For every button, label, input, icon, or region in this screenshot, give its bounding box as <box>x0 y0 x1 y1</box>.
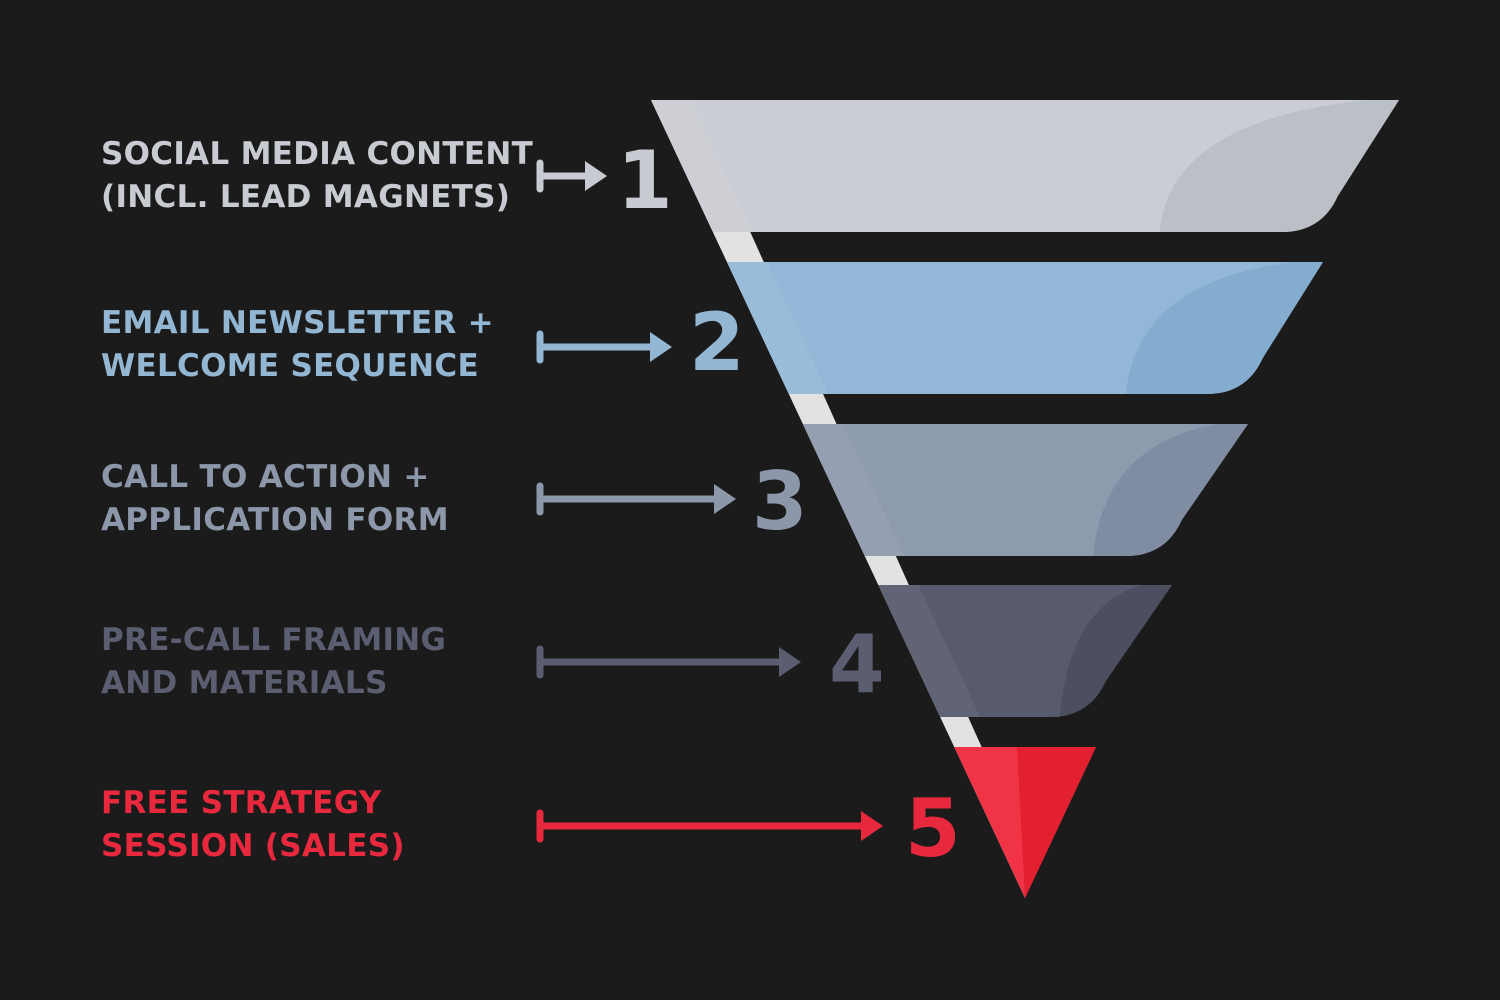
stage-1-number: 1 <box>617 134 673 227</box>
stage-4-label-line1: PRE-CALL FRAMING <box>101 622 447 658</box>
stage-3-label-line1: CALL TO ACTION + <box>101 459 430 495</box>
stage-2-label: EMAIL NEWSLETTER + WELCOME SEQUENCE <box>101 302 494 388</box>
funnel-band-1-shade <box>1159 100 1399 232</box>
stage-1-label: SOCIAL MEDIA CONTENT (INCL. LEAD MAGNETS… <box>101 133 533 219</box>
stage-3-number: 3 <box>752 455 808 548</box>
stage-1-label-line1: SOCIAL MEDIA CONTENT <box>101 136 534 172</box>
stage-4-label: PRE-CALL FRAMING AND MATERIALS <box>101 619 446 705</box>
arrow-3-head <box>714 484 736 514</box>
funnel-band-3-shade <box>1093 424 1248 556</box>
stage-4-number: 4 <box>829 618 885 711</box>
funnel-band-2-shade <box>1126 262 1323 394</box>
funnel-band-2-highlight <box>726 262 829 394</box>
funnel-band-1-highlight <box>651 100 753 232</box>
stage-3-label-line2: APPLICATION FORM <box>101 502 449 538</box>
stage-5-label-line2: SESSION (SALES) <box>101 828 405 864</box>
stage-2-label-line2: WELCOME SEQUENCE <box>101 348 479 384</box>
funnel-band-4-highlight <box>878 585 981 717</box>
stage-1-label-line2: (INCL. LEAD MAGNETS) <box>101 179 511 215</box>
stage-3-label: CALL TO ACTION + APPLICATION FORM <box>101 456 449 542</box>
arrow-4-head <box>779 647 801 677</box>
stage-5-label-line1: FREE STRATEGY <box>101 785 382 821</box>
arrow-2-head <box>650 332 672 362</box>
funnel-band-4-shade <box>1050 585 1172 717</box>
stage-2-label-line1: EMAIL NEWSLETTER + <box>101 305 494 341</box>
stage-4-label-line2: AND MATERIALS <box>101 665 388 701</box>
stage-5-label: FREE STRATEGY SESSION (SALES) <box>101 782 405 868</box>
funnel-band-3-highlight <box>802 424 905 556</box>
stage-2-number: 2 <box>689 296 745 389</box>
stage-5-number: 5 <box>905 782 961 875</box>
funnel-tip-5-shade <box>1017 747 1096 898</box>
arrow-5-head <box>861 811 883 841</box>
arrow-1-head <box>585 161 607 191</box>
